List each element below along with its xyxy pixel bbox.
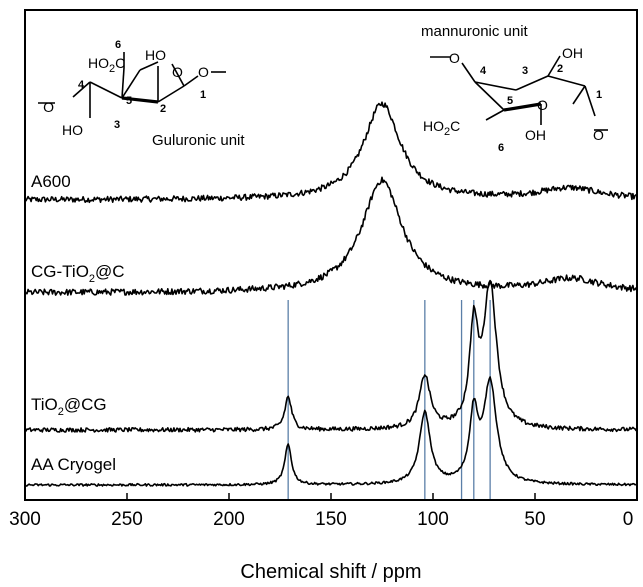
man-oh-bottom: OH [525, 127, 546, 143]
man-chain-o-left: O [449, 50, 460, 66]
man-ho2c: HO2C [423, 118, 460, 138]
guluronic-unit-structure: O O HO2C HO O HO 1 2 3 4 5 6 Guluronic u… [38, 39, 245, 149]
series-trace-tio2-cg [24, 279, 638, 433]
gul-ho2c: HO2C [88, 55, 125, 75]
man-atom-2: 2 [557, 63, 563, 75]
mannuronic-unit-structure: mannuronic unit O OH O HO2C OH O 1 2 3 4… [421, 23, 608, 154]
gul-chain-o-right: O [198, 64, 209, 80]
gul-atom-3: 3 [114, 119, 120, 131]
x-tick-label-300: 300 [9, 509, 41, 530]
man-chain-o-right: O [593, 127, 604, 143]
gul-ho-top: HO [145, 47, 166, 63]
man-oh-top: OH [562, 45, 583, 61]
series-label-aa-cryogel: AA Cryogel [31, 455, 116, 474]
man-atom-6: 6 [498, 142, 504, 154]
series-label-a600: A600 [31, 172, 71, 191]
gul-unit-name: Guluronic unit [152, 132, 245, 149]
gul-atom-5: 5 [126, 95, 132, 107]
man-atom-1: 1 [596, 89, 602, 101]
man-atom-4: 4 [480, 65, 487, 77]
series-trace-a600 [24, 101, 638, 204]
reference-lines [287, 300, 491, 499]
man-atom-3: 3 [522, 65, 528, 77]
x-tick-label-250: 250 [111, 509, 143, 530]
x-tick-label-0: 0 [623, 509, 634, 530]
x-tick-label-150: 150 [315, 509, 347, 530]
spectra-traces [24, 101, 638, 487]
man-atom-5: 5 [507, 95, 513, 107]
man-unit-name: mannuronic unit [421, 23, 529, 40]
x-tick-label-50: 50 [524, 509, 545, 530]
gul-ring-o: O [172, 64, 183, 80]
series-trace-cg-tio2-c [24, 176, 638, 296]
gul-atom-2: 2 [160, 103, 166, 115]
series-label-tio2-cg: TiO2@CG [31, 395, 107, 418]
gul-atom-6: 6 [115, 39, 121, 51]
gul-ho-bottom: HO [62, 122, 83, 138]
x-tick-label-100: 100 [417, 509, 449, 530]
x-axis-label: Chemical shift / ppm [240, 561, 421, 583]
man-ring-o: O [537, 97, 548, 113]
x-axis-ticks: 300 250 200 150 100 50 0 [9, 493, 638, 530]
gul-chain-o-left: O [43, 99, 54, 115]
series-trace-aa-cryogel [24, 376, 638, 487]
gul-atom-1: 1 [200, 89, 206, 101]
series-label-cg-tio2-c: CG-TiO2@C [31, 262, 125, 285]
gul-atom-4: 4 [78, 79, 85, 91]
x-tick-label-200: 200 [213, 509, 245, 530]
